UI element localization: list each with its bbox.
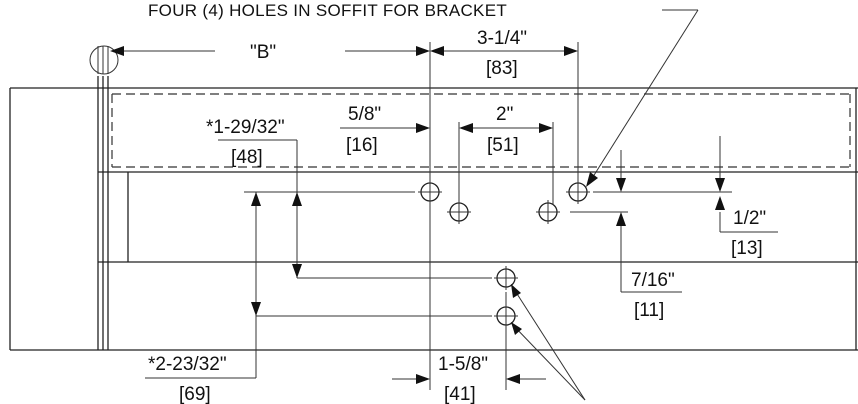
dim-d2-mm: [16] — [346, 135, 378, 156]
structure-outline — [9, 76, 858, 351]
arrowhead-icon — [292, 264, 302, 278]
dim-d8-in: 1-5/8" — [438, 354, 488, 375]
crosshair-hole-icon — [494, 266, 518, 290]
arrowhead-icon — [459, 123, 473, 133]
dim-b-label: "B" — [250, 42, 276, 63]
arrowhead-icon — [110, 46, 124, 56]
arrowhead-icon — [416, 123, 430, 133]
dim-d5-mm: [13] — [731, 238, 763, 259]
crosshair-hole-icon — [494, 304, 518, 328]
arrowhead-icon — [616, 178, 626, 192]
arrowhead-icon — [506, 374, 520, 384]
note-leader-to-hole — [590, 9, 699, 181]
dim-d7-in: *2-23/32" — [148, 354, 227, 375]
dim-d1-in: 3-1/4" — [477, 28, 527, 49]
dim-d3-in: 2" — [496, 104, 513, 125]
arrowhead-icon — [586, 172, 598, 187]
pivot-circle-icon — [89, 45, 119, 75]
dim-d4-in: *1-29/32" — [206, 117, 285, 138]
arrowhead-icon — [715, 178, 725, 192]
arrowhead-icon — [416, 374, 430, 384]
arrowhead-icon — [292, 192, 302, 206]
dim-d5-in: 1/2" — [733, 208, 766, 229]
arrowhead-icon — [251, 302, 261, 316]
arrowhead-icon — [715, 196, 725, 210]
arrowhead-icon — [564, 46, 578, 56]
hidden-soffit-outline — [111, 93, 851, 168]
arrowhead-icon — [539, 123, 553, 133]
dim-d4-mm: [48] — [231, 147, 263, 168]
crosshair-hole-icon — [447, 200, 471, 224]
crosshair-hole-icon — [418, 180, 442, 204]
arrowhead-icon — [251, 192, 261, 206]
arrowhead-icon — [616, 212, 626, 226]
labels: FOUR (4) HOLES IN SOFFIT FOR BRACKET "B"… — [148, 1, 766, 404]
dim-d1-mm: [83] — [486, 58, 518, 79]
lower-leader-1 — [511, 285, 586, 401]
dim-d7-mm: [69] — [179, 384, 211, 404]
arrowhead-icon — [511, 284, 521, 298]
arrowhead-icon — [416, 46, 430, 56]
dim-d8-mm: [41] — [444, 384, 476, 404]
holes — [418, 180, 590, 328]
dimension-lines — [110, 46, 778, 384]
holes-note: FOUR (4) HOLES IN SOFFIT FOR BRACKET — [148, 1, 507, 20]
arrowhead-icon — [511, 322, 522, 335]
dim-d6-mm: [11] — [634, 300, 664, 321]
dim-d3-mm: [51] — [487, 135, 519, 156]
dim-d6-in: 7/16" — [631, 270, 675, 291]
dim-d2-in: 5/8" — [348, 104, 381, 125]
lower-leader-2 — [511, 323, 586, 401]
note-leaders — [511, 9, 699, 401]
crosshair-hole-icon — [536, 200, 560, 224]
crosshair-hole-icon — [566, 180, 590, 204]
arrowhead-icon — [430, 46, 444, 56]
extension-lines — [244, 42, 732, 390]
